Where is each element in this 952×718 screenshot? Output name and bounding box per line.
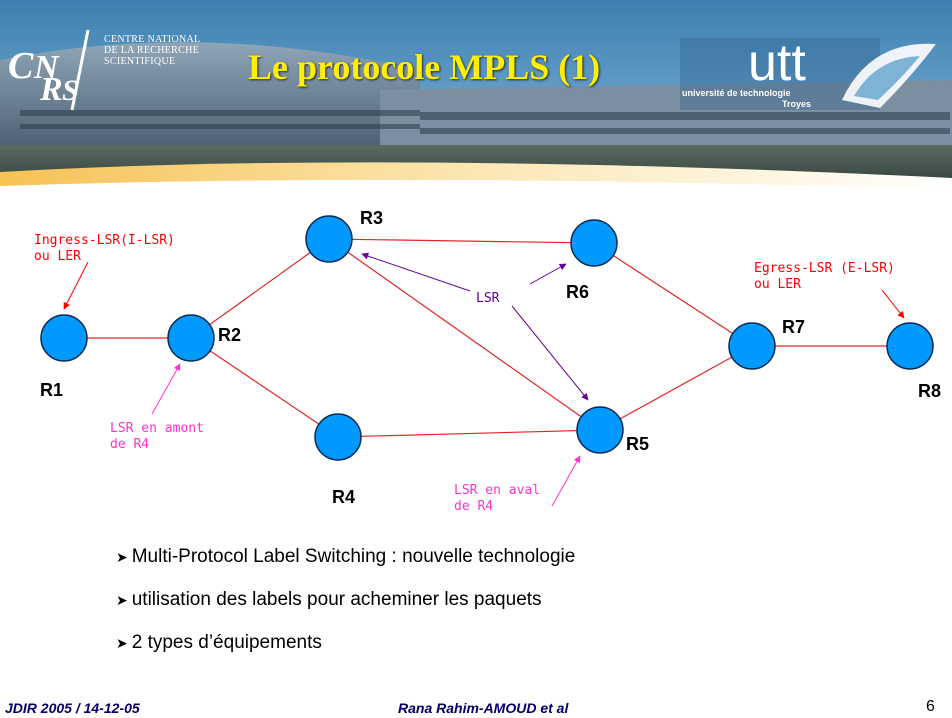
downstream-label: LSR en aval <box>454 483 540 498</box>
upstream-label-2: de R4 <box>110 437 149 452</box>
router-node-r5 <box>576 406 624 454</box>
utt-subtitle: université de technologie <box>682 88 791 98</box>
ingress-arrow <box>63 261 89 310</box>
utt-logo-icon: utt <box>680 34 936 110</box>
router-node-r3 <box>305 215 353 263</box>
cnrs-logo-icon: C N R S <box>8 29 90 111</box>
downstream-label-2: de R4 <box>454 499 493 514</box>
egress-label-2: ou LER <box>754 277 801 292</box>
ingress-label-2: ou LER <box>34 249 81 264</box>
bullet-arrow-icon: ➤ <box>116 592 128 608</box>
link-r5-r7 <box>599 345 753 431</box>
slide-title: Le protocole MPLS (1) <box>248 47 601 87</box>
router-node-r1 <box>40 314 88 362</box>
ingress-label: Ingress-LSR(I-LSR) <box>34 233 175 248</box>
link-r3-r5 <box>328 238 601 431</box>
lsr-arrow-r5 <box>511 305 589 401</box>
router-label-r7: R7 <box>782 317 805 337</box>
annotation-arrows <box>63 252 905 507</box>
router-label-r3: R3 <box>360 208 383 228</box>
cnrs-name: CENTRE NATIONAL DE LA RECHERCHE SCIENTIF… <box>104 34 200 67</box>
router-label-r1: R1 <box>40 380 63 400</box>
bullet-item: ➤2 types d’équipements <box>116 632 322 654</box>
svg-text:utt: utt <box>748 34 806 92</box>
router-node-r8 <box>886 322 934 370</box>
router-label-r8: R8 <box>918 381 941 401</box>
router-node-r6 <box>570 219 618 267</box>
router-label-r2: R2 <box>218 325 241 345</box>
cnrs-line: DE LA RECHERCHE <box>104 45 200 56</box>
router-label-r5: R5 <box>626 434 649 454</box>
bullet-item: ➤Multi-Protocol Label Switching : nouvel… <box>116 546 575 568</box>
bullet-item: ➤utilisation des labels pour acheminer l… <box>116 589 542 611</box>
bullet-text: Multi-Protocol Label Switching : nouvell… <box>131 546 576 567</box>
router-label-r6: R6 <box>566 282 589 302</box>
upstream-label: LSR en amont <box>110 421 204 436</box>
cnrs-line: SCIENTIFIQUE <box>104 56 176 67</box>
upstream-arrow <box>151 363 181 415</box>
egress-label: Egress-LSR (E-LSR) <box>754 261 895 276</box>
link-r2-r3 <box>190 238 330 339</box>
bullet-text: 2 types d’équipements <box>131 632 322 653</box>
router-node-r4 <box>314 413 362 461</box>
link-r2-r4 <box>190 337 339 438</box>
lsr-label: LSR <box>476 291 500 306</box>
cnrs-line: CENTRE NATIONAL <box>104 34 201 45</box>
router-node-r2 <box>167 314 215 362</box>
bullet-text: utilisation des labels pour acheminer le… <box>131 589 542 610</box>
footer-event: JDIR 2005 / 14-12-05 <box>5 700 140 716</box>
utt-city: Troyes <box>782 99 812 109</box>
router-node-r7 <box>728 322 776 370</box>
svg-text:N: N <box>33 49 60 86</box>
svg-text:C: C <box>8 45 34 87</box>
link-r3-r6 <box>328 238 595 244</box>
downstream-arrow <box>551 455 581 507</box>
header-banner: C N R S utt CENTRE NATIONAL DE LA RECHER… <box>0 0 952 190</box>
lsr-arrow-r3 <box>361 252 471 292</box>
bullet-arrow-icon: ➤ <box>116 549 128 565</box>
link-r4-r5 <box>337 429 601 438</box>
egress-arrow <box>881 289 905 319</box>
link-r6-r7 <box>593 242 753 347</box>
links-layer <box>64 238 910 438</box>
lsr-arrow-r6 <box>529 263 567 285</box>
footer-authors: Rana Rahim-AMOUD et al <box>398 700 569 716</box>
banner-graphic: C N R S utt <box>0 0 952 190</box>
page-number: 6 <box>926 698 935 715</box>
svg-text:R: R <box>39 71 63 108</box>
router-label-r4: R4 <box>332 487 355 507</box>
bullet-arrow-icon: ➤ <box>116 635 128 651</box>
